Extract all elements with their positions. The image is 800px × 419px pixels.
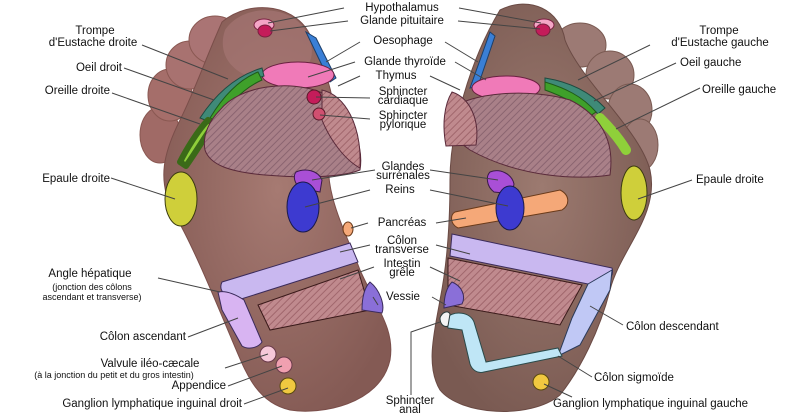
pancreas-zone-left — [342, 221, 354, 237]
sigmoid-colon-zone-right — [445, 312, 563, 373]
label-valvule-note: (à la jonction du petit et du gros intes… — [34, 370, 194, 380]
shoulder-zone-left — [164, 171, 198, 227]
label-trompe-gauche-line2: d'Eustache gauche — [671, 37, 769, 49]
kidney-zone-left — [286, 181, 320, 233]
thyroid-zone-left — [261, 61, 335, 89]
ascending-colon-zone-left — [217, 291, 263, 349]
lymph-node-right-zone — [279, 377, 297, 395]
label-epaule-droite-left: Epaule droite — [42, 173, 110, 185]
label-ganglion-gauche: Ganglion lymphatique inguinal gauche — [553, 398, 749, 410]
label-angle-hepatique-note-line1: (jonction des côlons — [52, 282, 132, 292]
label-ganglion-droit: Ganglion lymphatique inguinal droit — [62, 398, 242, 410]
label-sphincter-pylorique-line1: Sphincter — [378, 110, 428, 122]
label-angle-hepatique-note-line2: ascendant et transverse) — [42, 292, 142, 302]
label-epaule-droite-right: Epaule droite — [696, 174, 764, 186]
label-trompe-gauche-line1: Trompe — [699, 25, 739, 37]
label-vessie: Vessie — [386, 291, 420, 303]
label-angle-hepatique: Angle hépatique — [48, 268, 132, 280]
label-glande-pituitaire: Glande pituitaire — [360, 15, 444, 27]
pyloric-sphincter-zone-left — [312, 107, 326, 121]
label-glandes-surrenales-line1: Glandes — [381, 161, 425, 173]
label-oeil-droit: Oeil droit — [75, 62, 122, 74]
label-hypothalamus: Hypothalamus — [365, 2, 439, 14]
pituitary-zone-right — [535, 23, 551, 37]
bladder-zone-right — [443, 281, 465, 309]
appendix-zone — [275, 356, 293, 374]
label-oreille-droite: Oreille droite — [44, 85, 110, 97]
leader-lines — [110, 7, 701, 405]
kidney-zone-right — [495, 185, 525, 231]
label-colon-sigmoide: Côlon sigmoïde — [594, 372, 674, 384]
shoulder-zone-right — [620, 165, 648, 221]
label-colon-transverse-line2: transverse — [375, 244, 429, 256]
label-colon-transverse-line1: Côlon — [386, 235, 418, 247]
lymph-node-left-zone — [532, 373, 550, 391]
label-sphincter-anal-line2: anal — [399, 404, 421, 416]
right-foot — [431, 3, 659, 412]
label-oeil-gauche: Oeil gauche — [680, 57, 742, 69]
label-colon-ascendant: Côlon ascendant — [99, 331, 186, 343]
label-glande-thyroide: Glande thyroïde — [364, 56, 446, 68]
thymus-zone-left — [321, 89, 361, 169]
label-sphincter-pylorique-line2: pylorique — [379, 119, 427, 131]
label-sphincter-cardiaque-line2: cardiaque — [377, 95, 429, 107]
label-intestin-grele-line2: grêle — [389, 267, 415, 279]
label-sphincter-anal-line1: Sphincter — [385, 395, 435, 407]
label-thymus: Thymus — [375, 70, 417, 82]
left-foot — [139, 7, 392, 412]
label-sphincter-cardiaque-line1: Sphincter — [378, 86, 428, 98]
label-oesophage: Oesophage — [373, 35, 433, 47]
pituitary-zone-left — [257, 24, 273, 38]
label-glandes-surrenales-line2: surrénales — [376, 170, 430, 182]
label-trompe-droite-line2: d'Eustache droite — [48, 37, 138, 49]
label-appendice: Appendice — [171, 380, 226, 392]
label-intestin-grele-line1: Intestin — [383, 258, 421, 270]
label-pancreas: Pancréas — [377, 217, 427, 229]
descending-colon-zone-right — [557, 269, 613, 358]
label-oreille-gauche: Oreille gauche — [702, 84, 777, 96]
label-reins: Reins — [385, 184, 415, 196]
label-valvule-ileo-caecale: Valvule iléo-cæcale — [100, 358, 200, 370]
label-colon-descendant: Côlon descendant — [626, 321, 719, 333]
thymus-zone-right — [443, 91, 478, 147]
lung-zone-right — [448, 92, 612, 178]
label-trompe-droite-line1: Trompe — [75, 25, 115, 37]
ear-zone-right — [595, 113, 631, 155]
anal-sphincter-zone — [439, 311, 451, 327]
